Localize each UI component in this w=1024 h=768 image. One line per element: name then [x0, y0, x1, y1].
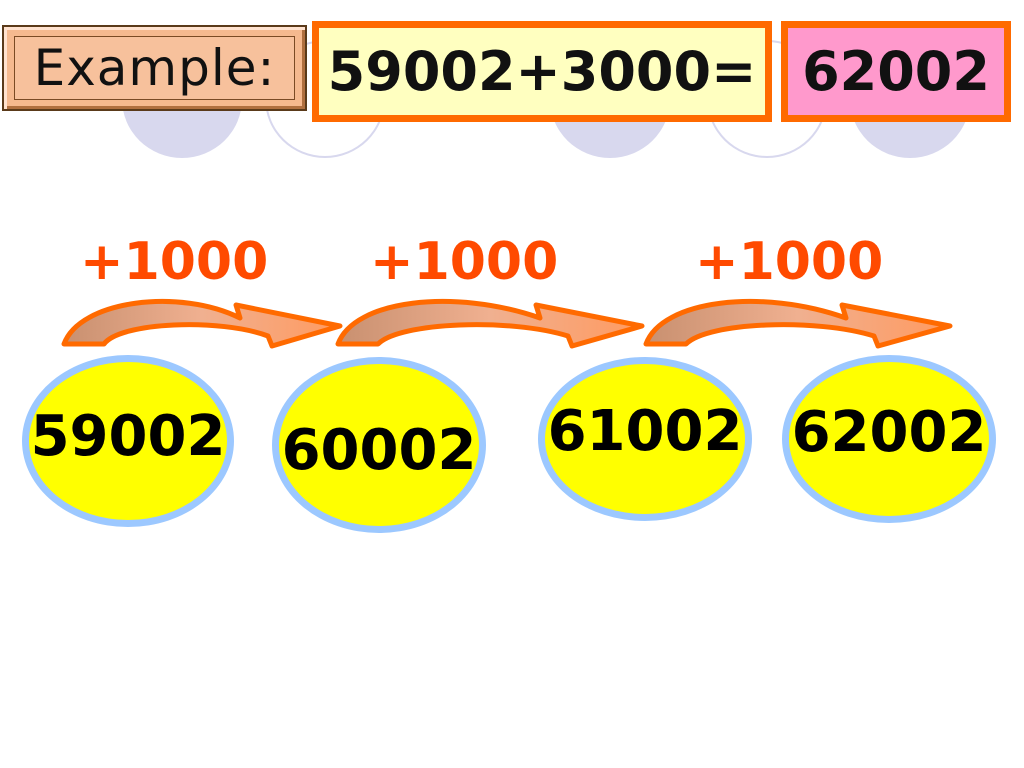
- number-text: 59002: [30, 403, 226, 469]
- step-label-3: +1000: [695, 232, 884, 292]
- number-oval-4: 62002: [782, 355, 996, 523]
- curved-arrow-icon: [643, 298, 953, 349]
- step-label-1: +1000: [80, 232, 269, 292]
- curved-arrow-icon: [335, 298, 645, 349]
- answer-text: 62002: [802, 40, 990, 103]
- example-label: Example:: [33, 39, 276, 97]
- number-text: 60002: [281, 417, 477, 483]
- equation-text: 59002+3000=: [327, 40, 757, 103]
- answer-box: 62002: [781, 21, 1011, 122]
- example-label-inner: Example:: [14, 36, 295, 100]
- number-oval-2: 60002: [272, 357, 486, 533]
- number-oval-1: 59002: [22, 355, 234, 527]
- curved-arrow-icon: [61, 299, 343, 349]
- number-text: 62002: [791, 399, 987, 465]
- number-oval-3: 61002: [538, 357, 752, 521]
- number-text: 61002: [547, 398, 743, 464]
- equation-box: 59002+3000=: [312, 21, 772, 122]
- step-label-2: +1000: [370, 232, 559, 292]
- example-label-box: Example:: [2, 25, 307, 111]
